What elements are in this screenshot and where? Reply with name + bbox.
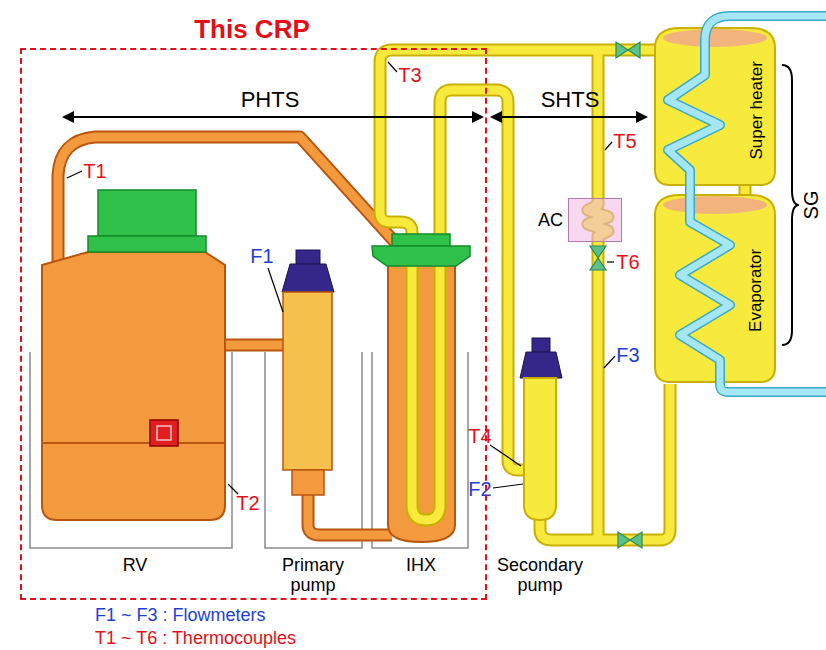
component-box: AC <box>568 198 622 242</box>
node-heading: This CRP <box>194 15 310 44</box>
thermocouple-tag: T2 <box>236 492 259 514</box>
thermocouple-tag: T4 <box>468 425 491 447</box>
thermocouple-tag: T6 <box>616 251 639 273</box>
thermocouple-tag: T5 <box>613 130 636 152</box>
legend-note: F1 ~ F3 : Flowmeters <box>95 606 266 626</box>
component-label: Primary pump <box>277 556 349 596</box>
component-label: IHX <box>406 556 436 576</box>
steam-generator <box>655 28 775 382</box>
legend-note: T1 ~ T6 : Thermocouples <box>95 629 296 649</box>
water-steam-pipe <box>668 16 826 392</box>
flowmeter-tag: F3 <box>616 344 639 366</box>
leader-line <box>67 62 615 494</box>
thermocouple-tag: T1 <box>83 160 106 182</box>
section-label: PHTS <box>241 88 300 112</box>
brace-bracket <box>782 65 799 345</box>
group-label: SG <box>800 191 822 220</box>
intermediate-heat-exchanger <box>372 234 470 542</box>
primary-pump <box>282 250 334 495</box>
flowmeter-tag: F2 <box>468 478 491 500</box>
scope-region: This CRP <box>20 48 487 600</box>
section-label: SHTS <box>541 88 600 112</box>
reactor-vessel <box>42 190 225 520</box>
component-label: Secondary pump <box>490 556 590 596</box>
flowmeter-tag: F1 <box>250 245 273 267</box>
secondary-pump <box>520 338 562 520</box>
node-heading: AC <box>538 211 563 231</box>
span-arrow <box>62 111 648 123</box>
component-label: Evaporator <box>748 248 767 331</box>
component-label: Super heater <box>748 61 767 159</box>
thermocouple-tag: T3 <box>398 64 421 86</box>
component-label: RV <box>123 556 148 576</box>
